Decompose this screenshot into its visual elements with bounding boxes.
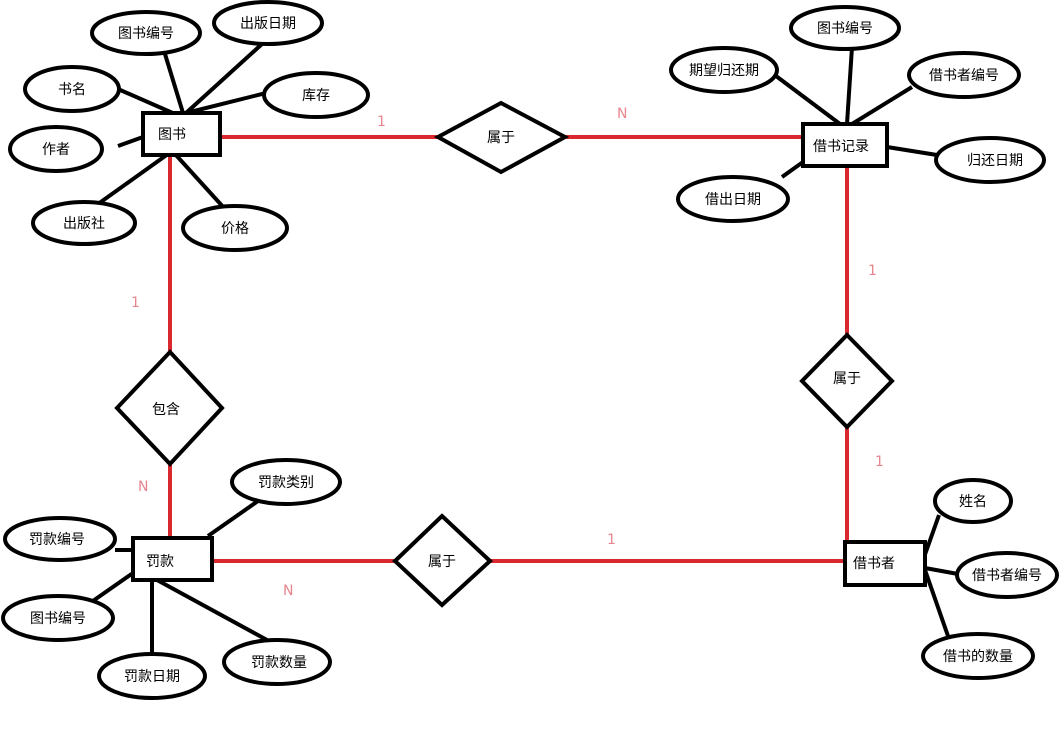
attr-record-borrowerid: 借书者编号 <box>929 68 999 84</box>
relation-labels: 属于 属于 属于 包含 <box>152 130 861 570</box>
attr-book-name: 书名 <box>58 82 86 98</box>
attributes <box>1 0 1059 700</box>
attr-book-pubdate-ellipse <box>212 0 324 46</box>
entity-book: 图书 <box>158 127 186 143</box>
attribute-labels: 图书编号 出版日期 书名 库存 作者 出版社 价格 图书编号 期望归还期 借书者… <box>29 16 1042 685</box>
attr-record-bookid-ellipse <box>789 5 901 51</box>
attr-fine-date-ellipse <box>97 652 207 700</box>
attr-record-returndate-ellipse <box>934 136 1046 184</box>
entity-fine: 罚款 <box>146 554 174 570</box>
attr-record-outdate: 借出日期 <box>705 192 761 208</box>
attr-borrower-name-ellipse <box>933 478 1013 524</box>
attr-book-stock-ellipse <box>262 71 370 119</box>
relation-left-diamond <box>114 349 225 467</box>
attr-fine-date: 罚款日期 <box>124 669 180 685</box>
cardinality-labels: 1 N 1 1 1 N N 1 <box>131 106 884 599</box>
line-book-name <box>117 87 176 116</box>
attr-book-id: 图书编号 <box>118 26 174 42</box>
attr-record-expected: 期望归还期 <box>689 62 759 79</box>
relationship-lines <box>168 135 849 563</box>
line-book-id <box>163 53 185 114</box>
line-fine-amount <box>156 578 268 642</box>
attr-fine-category: 罚款类别 <box>258 475 314 491</box>
relation-bottom: 属于 <box>428 554 456 570</box>
attr-book-publisher: 出版社 <box>63 216 105 232</box>
entity-borrower-box <box>843 540 927 587</box>
attr-fine-bookid-ellipse <box>1 594 115 642</box>
relation-right: 属于 <box>833 371 861 387</box>
line-record-returndate <box>886 145 938 157</box>
relation-top: 属于 <box>487 130 515 146</box>
attr-book-name-ellipse <box>23 65 121 113</box>
line-book-author <box>117 135 144 148</box>
attr-record-expected-ellipse <box>669 46 779 94</box>
entity-borrower: 借书者 <box>853 556 895 572</box>
attr-fine-bookid: 图书编号 <box>30 611 86 627</box>
attr-fine-id-ellipse <box>3 516 117 562</box>
line-fine-category <box>206 499 260 538</box>
entity-fine-box <box>131 536 214 582</box>
entity-book-box <box>141 111 222 157</box>
line-record-expected <box>774 74 842 126</box>
line-book-stock <box>189 91 267 114</box>
card-fine-bottom: N <box>283 583 293 599</box>
attr-borrower-name: 姓名 <box>959 494 987 510</box>
line-record-outdate <box>780 160 805 179</box>
line-book-publisher <box>96 152 170 206</box>
attr-book-pubdate: 出版日期 <box>240 16 296 32</box>
card-fine-left: N <box>138 479 148 495</box>
attribute-lines <box>88 42 959 655</box>
line-record-bookid <box>845 46 854 125</box>
attr-fine-category-ellipse <box>230 458 342 506</box>
entities <box>131 111 927 587</box>
attr-record-bookid: 图书编号 <box>817 21 873 37</box>
attr-borrower-id: 借书者编号 <box>972 568 1042 584</box>
relations <box>114 100 895 608</box>
line-book-price <box>173 152 227 211</box>
entity-labels: 图书 借书记录 罚款 借书者 <box>146 127 895 572</box>
attr-fine-amount-ellipse <box>222 638 332 686</box>
card-book-left: 1 <box>131 295 140 311</box>
relation-bottom-diamond <box>392 513 493 608</box>
attr-book-author-ellipse <box>8 125 104 173</box>
attr-book-price-ellipse <box>181 204 289 252</box>
attr-record-borrowerid-ellipse <box>907 51 1021 99</box>
entity-record-box <box>801 122 889 168</box>
card-borrower-right: 1 <box>875 454 884 470</box>
line-record-borrowerid <box>850 85 914 126</box>
card-borrower-bottom: 1 <box>607 532 616 548</box>
attr-borrower-count-ellipse <box>921 632 1035 680</box>
line-borrower-count <box>923 569 950 637</box>
attr-fine-id: 罚款编号 <box>29 532 85 548</box>
line-book-pubdate <box>184 42 264 115</box>
relation-right-diamond <box>799 332 895 430</box>
attr-book-id-ellipse <box>90 10 202 56</box>
card-book-top: 1 <box>377 114 386 130</box>
attr-book-price: 价格 <box>221 221 249 237</box>
line-borrower-id <box>924 566 959 576</box>
attr-record-returndate: 归还日期 <box>967 152 1023 169</box>
entity-record: 借书记录 <box>813 139 869 155</box>
attr-book-author: 作者 <box>42 142 70 158</box>
attr-fine-amount: 罚款数量 <box>251 655 307 671</box>
card-record-right: 1 <box>868 263 877 279</box>
relation-left: 包含 <box>152 402 180 418</box>
attr-borrower-count: 借书的数量 <box>943 649 1013 665</box>
line-fine-bookid <box>88 571 135 605</box>
attr-book-stock: 库存 <box>302 88 330 104</box>
card-record-top: N <box>617 106 627 122</box>
relation-top-diamond <box>433 100 570 175</box>
attr-borrower-id-ellipse <box>955 551 1059 599</box>
attr-book-publisher-ellipse <box>31 200 137 246</box>
attr-record-outdate-ellipse <box>676 175 790 223</box>
